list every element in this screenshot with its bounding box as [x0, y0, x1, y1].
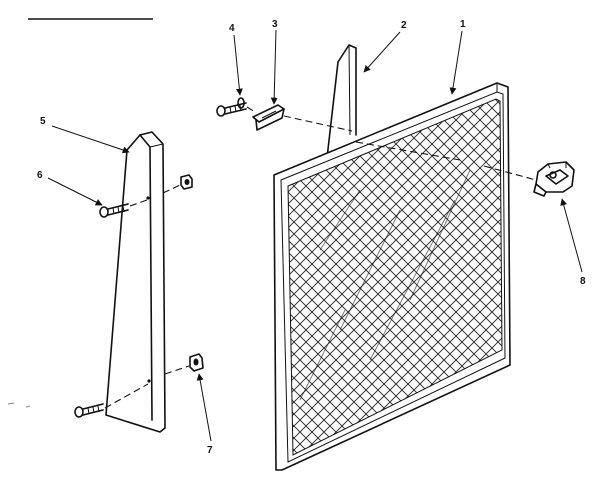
latch-part-8 — [533, 161, 575, 197]
callout-1: 1 — [460, 19, 466, 30]
callout-5: 5 — [40, 116, 46, 127]
assembly-lines — [104, 106, 537, 409]
callout-8: 8 — [580, 276, 586, 287]
clip-part-3 — [252, 104, 285, 131]
callout-2: 2 — [401, 20, 407, 31]
leader-lines — [47, 29, 583, 442]
callout-3: 3 — [272, 19, 278, 30]
side-bracket-part-5 — [105, 131, 166, 433]
screw-part-4 — [216, 97, 247, 117]
bracket-part-2 — [326, 44, 357, 159]
screw-bottom — [74, 403, 104, 418]
callout-6: 6 — [37, 170, 43, 181]
screw-part-6 — [99, 203, 129, 218]
nut-upper — [180, 174, 193, 190]
nut-part-7 — [189, 353, 204, 372]
callout-7: 7 — [207, 445, 213, 456]
filter-panel-part-1 — [273, 82, 511, 471]
callout-4: 4 — [229, 23, 235, 34]
filter-mesh — [287, 98, 503, 456]
